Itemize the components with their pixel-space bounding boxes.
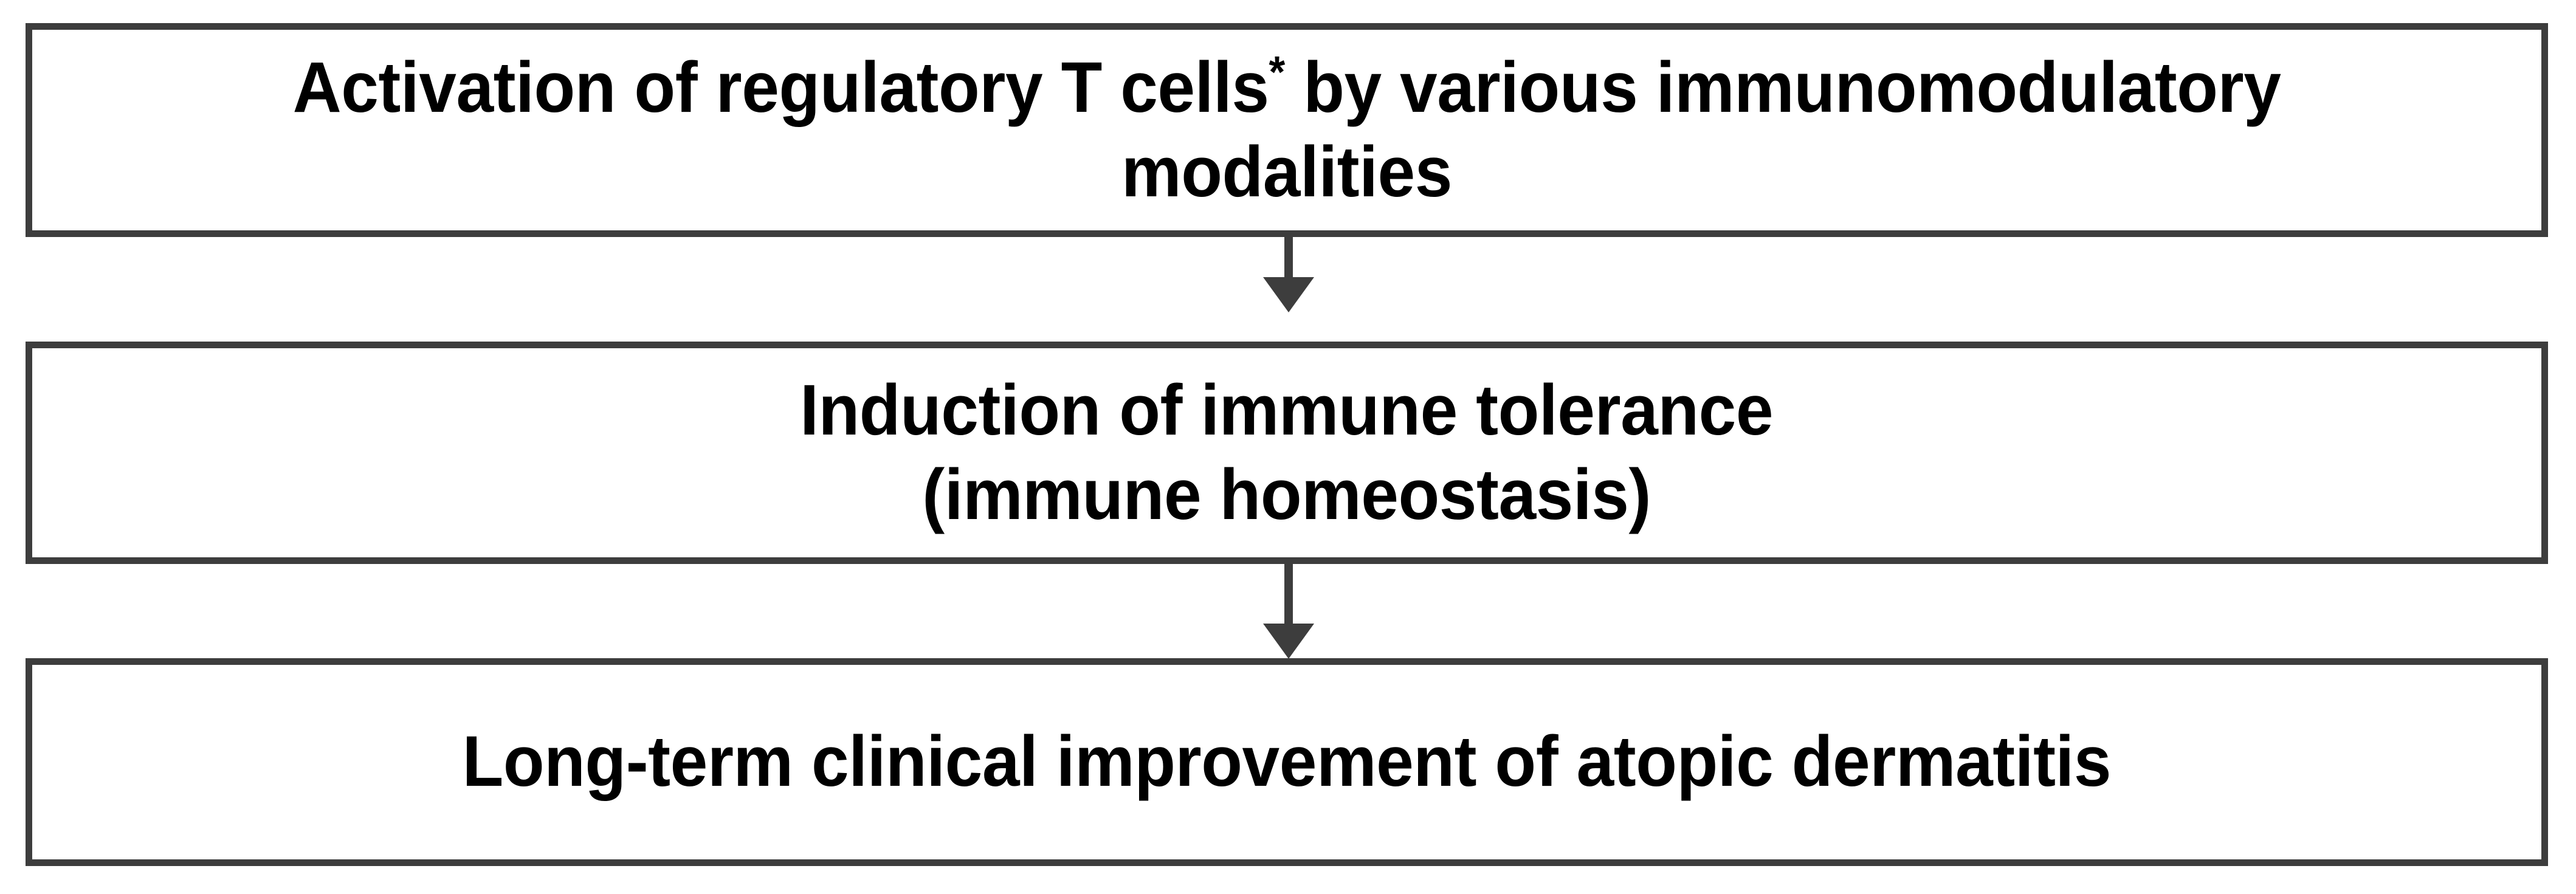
flowchart-node-activation: Activation of regulatory T cells* by var… — [26, 23, 2548, 237]
activation-footnote-marker: * — [1269, 47, 1286, 97]
arrow-down-icon-tolerance-to-improvement — [1263, 564, 1314, 660]
flowchart-node-tolerance: Induction of immune tolerance (immune ho… — [26, 342, 2548, 564]
activation-text-main: Activation of regulatory T cells — [292, 47, 1269, 128]
arrow-stem — [1284, 237, 1293, 280]
arrow-head — [1263, 277, 1314, 312]
arrow-down-icon-activation-to-tolerance — [1263, 237, 1314, 312]
flowchart-node-activation-label: Activation of regulatory T cells* by var… — [108, 46, 2466, 215]
arrow-stem — [1284, 564, 1293, 626]
flowchart-node-tolerance-label: Induction of immune tolerance (immune ho… — [800, 370, 1774, 535]
flowchart-node-improvement-label: Long-term clinical improvement of atopic… — [462, 721, 2112, 802]
arrow-head — [1263, 624, 1314, 659]
activation-text-tail: by various immunomodulatory modalities — [1121, 47, 2281, 212]
flowchart-node-improvement: Long-term clinical improvement of atopic… — [26, 658, 2548, 866]
